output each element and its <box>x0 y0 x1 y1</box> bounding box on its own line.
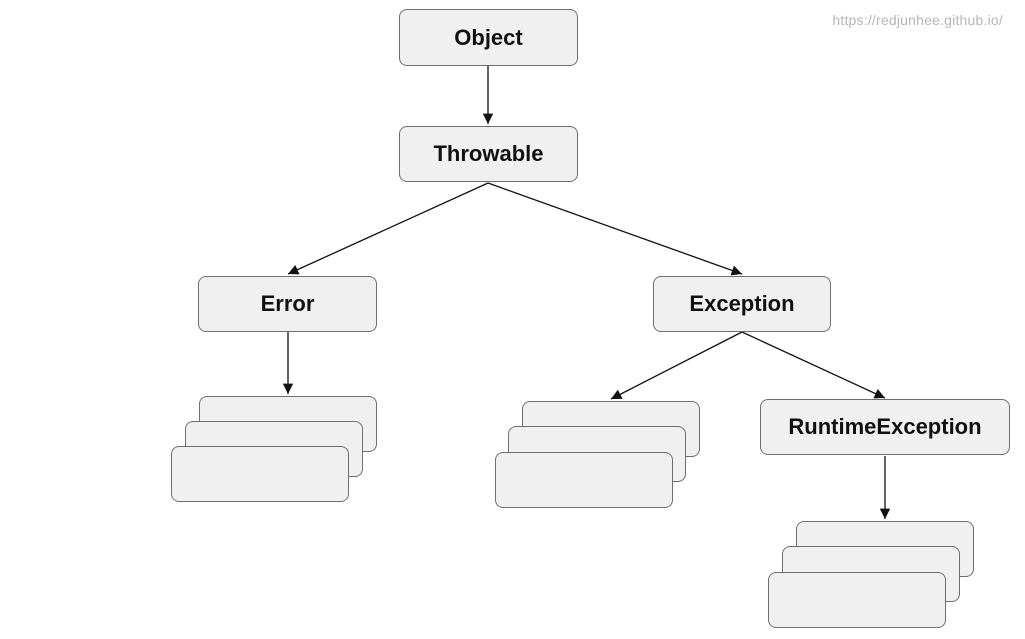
node-object: Object <box>399 9 578 66</box>
stack-card <box>171 446 349 502</box>
watermark-text: https://redjunhee.github.io/ <box>832 12 1003 28</box>
node-runtimeexception-label: RuntimeException <box>788 414 982 439</box>
stack-card <box>495 452 673 508</box>
arrow-exception-subclasses <box>610 331 743 400</box>
arrow-throwable-exception <box>487 182 743 276</box>
node-error-label: Error <box>260 291 315 316</box>
node-error: Error <box>198 276 377 332</box>
node-exception-label: Exception <box>689 291 795 316</box>
node-throwable: Throwable <box>399 126 578 182</box>
node-exception: Exception <box>653 276 831 332</box>
arrow-throwable-error <box>287 182 489 275</box>
arrow-exception-runtimeexception <box>741 331 886 399</box>
stack-card <box>768 572 946 628</box>
node-throwable-label: Throwable <box>433 141 544 166</box>
node-object-label: Object <box>454 24 523 50</box>
node-runtimeexception: RuntimeException <box>760 399 1010 455</box>
